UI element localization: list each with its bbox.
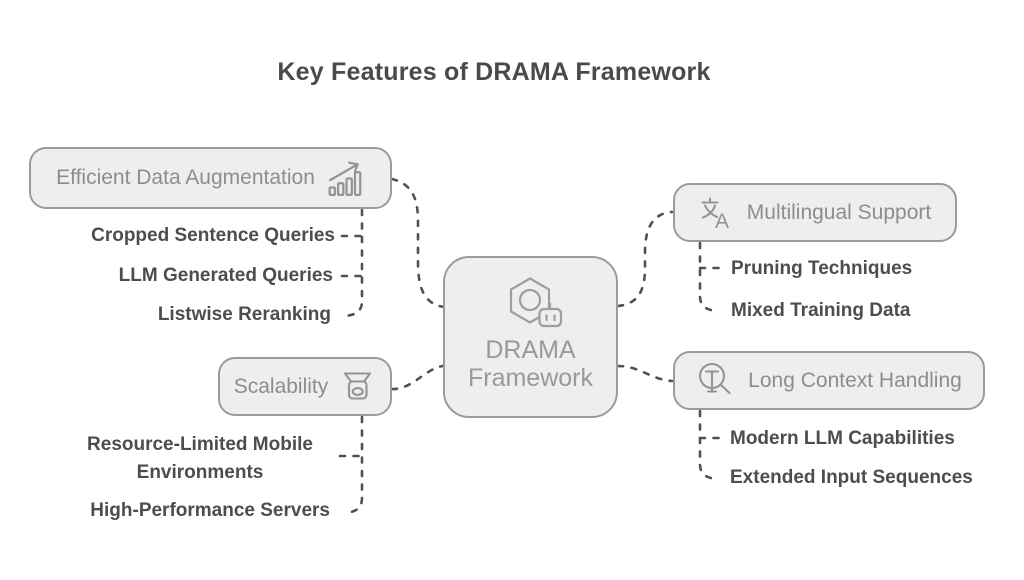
branch-node-efficient-data-augmentation: Efficient Data Augmentation [29,147,392,209]
center-node-label: DRAMA Framework [467,336,593,392]
connector-center-to-multilingual [616,210,674,308]
text-search-magnifier-icon [696,361,736,401]
child-item-high-performance-servers: High-Performance Servers [90,500,330,521]
child-item-cropped-sentence-queries: Cropped Sentence Queries [91,225,335,246]
weighing-scale-icon [340,369,376,405]
connector-scalability-to-center [390,364,445,391]
subtree-line-multilingual [698,241,719,313]
branch-label: Long Context Handling [748,368,962,392]
subtree-line-long-context [698,409,719,481]
branch-node-long-context-handling: Long Context Handling [673,351,985,410]
connector-center-to-long-context [616,364,674,383]
hexagon-molecule-robot-icon [499,276,563,330]
child-item-extended-input-sequences: Extended Input Sequences [730,467,973,488]
svg-text:A: A [715,210,729,231]
child-item-llm-generated-queries: LLM Generated Queries [118,265,333,286]
child-item-listwise-reranking: Listwise Reranking [157,304,331,325]
center-node-drama-framework: DRAMA Framework [443,256,618,418]
page-title: Key Features of DRAMA Framework [277,58,711,86]
branch-label: Efficient Data Augmentation [56,166,315,189]
child-item-modern-llm-capabilities: Modern LLM Capabilities [730,428,955,449]
branch-label: Multilingual Support [746,200,932,224]
branch-label: Scalability [233,374,329,398]
connector-eda-to-center [390,177,446,309]
trending-up-chart-icon [327,159,365,197]
translate-icon: A [699,195,735,231]
branch-node-multilingual-support: A Multilingual Support [673,183,957,242]
branch-node-scalability: Scalability [218,357,392,416]
subtree-line-scalability [343,415,364,515]
child-item-mixed-training-data: Mixed Training Data [731,300,911,321]
child-item-pruning-techniques: Pruning Techniques [731,258,913,279]
child-item-resource-limited-mobile-environments: Resource-Limited Mobile Environments [87,434,313,483]
subtree-line-eda [343,208,364,318]
